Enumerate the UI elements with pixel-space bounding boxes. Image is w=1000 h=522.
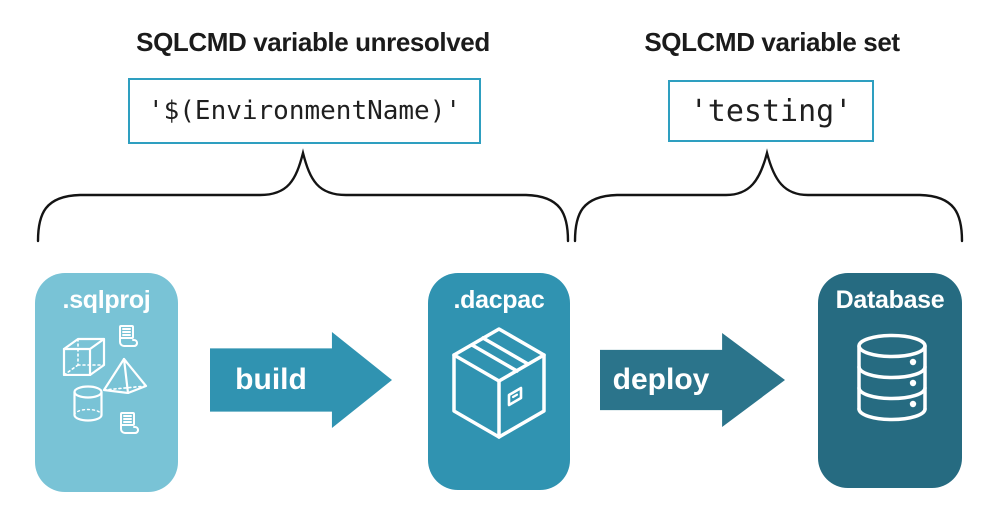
scroll-icon bbox=[119, 325, 138, 347]
deploy-arrow-label: deploy bbox=[612, 363, 710, 396]
build-arrow: build bbox=[210, 332, 392, 428]
unresolved-section-title: SQLCMD variable unresolved bbox=[136, 27, 490, 57]
database-node: Database bbox=[818, 273, 962, 488]
pyramid-icon bbox=[102, 357, 148, 394]
resolved-section-title: SQLCMD variable set bbox=[644, 27, 900, 57]
database-node-label: Database bbox=[835, 286, 945, 314]
sqlproj-node: .sqlproj bbox=[35, 273, 178, 492]
unresolved-variable-code: '$(EnvironmentName)' bbox=[147, 96, 462, 126]
cylinder-icon bbox=[73, 385, 103, 422]
left-brace-icon bbox=[36, 148, 570, 243]
database-icon bbox=[857, 333, 927, 422]
dacpac-node-label: .dacpac bbox=[453, 286, 545, 314]
right-brace-icon bbox=[573, 148, 964, 243]
dacpac-node: .dacpac bbox=[428, 273, 570, 490]
deploy-arrow: deploy bbox=[600, 333, 785, 427]
resolved-variable-code-box: 'testing' bbox=[668, 80, 874, 142]
unresolved-variable-code-box: '$(EnvironmentName)' bbox=[128, 78, 481, 144]
cube-icon bbox=[62, 337, 106, 376]
build-arrow-label: build bbox=[235, 363, 307, 396]
sqlproj-node-label: .sqlproj bbox=[62, 286, 151, 314]
resolved-variable-code: 'testing' bbox=[689, 93, 853, 129]
scroll-icon bbox=[120, 412, 139, 434]
package-icon bbox=[452, 327, 546, 439]
